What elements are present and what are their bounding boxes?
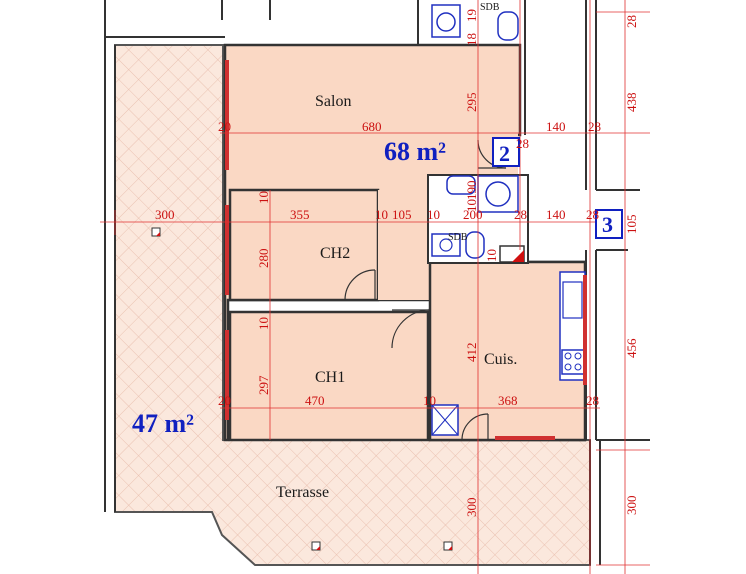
staircase-fill-icon	[512, 250, 524, 262]
dim-ch2-wall-right: 10	[375, 207, 388, 222]
dim-ch2-width: 355	[290, 207, 310, 222]
dim-wall-28-salon-door: 28	[516, 136, 529, 151]
windows	[225, 60, 587, 440]
dim-right-438: 438	[624, 93, 639, 113]
terrace-label: Terrasse	[276, 484, 329, 501]
unit-3-number: 3	[602, 212, 613, 237]
dim-right-28-top: 28	[624, 15, 639, 28]
dim-ch1-wall-left: 20	[218, 393, 231, 408]
dim-sdb-width: 200	[463, 207, 483, 222]
dim-ch1-wall-top: 10	[256, 317, 271, 330]
dim-wall-28-upper: 28	[588, 119, 601, 134]
dim-kitchen-height: 412	[464, 343, 479, 363]
salon-label: Salon	[315, 93, 351, 110]
burner-icon	[574, 363, 582, 371]
sdb-top-label: SDB	[480, 2, 500, 13]
terrace-area-label: 47 m²	[132, 409, 194, 438]
shower-icon	[485, 181, 511, 207]
unit-2-box	[492, 137, 520, 167]
unit-2-number: 2	[499, 141, 510, 166]
ch1-label: CH1	[315, 369, 345, 386]
dim-salon-height: 295	[464, 93, 479, 113]
ch2-label: CH2	[320, 245, 350, 262]
dim-ch2-height: 280	[256, 249, 271, 269]
dimension-lines	[100, 0, 650, 574]
washbasin-icon	[431, 233, 461, 257]
dim-vert-190: 190	[464, 181, 479, 201]
dim-wall-28-mid: 28	[514, 207, 527, 222]
dim-salon-wall-left: 20	[218, 119, 231, 134]
dim-right-105: 105	[624, 215, 639, 235]
sink-icon	[446, 175, 476, 195]
kitchen-sink-icon	[562, 281, 583, 319]
sdb-mid-label: SDB	[448, 232, 468, 243]
kitchen-label: Cuis.	[484, 351, 517, 368]
unit-3-box	[595, 209, 623, 239]
cabinet-cross	[431, 404, 459, 436]
burner-icon	[574, 352, 582, 360]
dim-top-19: 19	[464, 9, 479, 22]
apartment-area: 68 m²	[384, 137, 446, 166]
burner-icon	[564, 352, 572, 360]
dim-wall-28-lower: 28	[586, 207, 599, 222]
dim-kitchen-wall: 28	[586, 393, 599, 408]
dim-kitchen-width: 368	[498, 393, 518, 408]
dim-ch1-wall-right: 10	[423, 393, 436, 408]
dim-ch1-height: 297	[256, 375, 271, 395]
dim-terrace-width: 300	[155, 207, 175, 222]
burner-icon	[564, 363, 572, 371]
dim-vert-10-kitchen: 10	[484, 249, 499, 262]
dim-ch2-wall-top: 10	[256, 191, 271, 204]
dim-top-18: 18	[464, 33, 479, 46]
stove-icon	[561, 349, 585, 375]
marker-fill-icon	[316, 546, 320, 550]
dim-vert-10: 10	[464, 199, 479, 212]
dim-terrace-depth: 300	[464, 498, 479, 518]
dim-wall-10-hall: 10	[427, 207, 440, 222]
dim-hall-width: 105	[392, 207, 412, 222]
dim-salon-width: 680	[362, 119, 382, 134]
ch2-room	[228, 188, 380, 302]
dim-right-140-upper: 140	[546, 119, 566, 134]
top-bathroom-fixtures	[431, 4, 519, 41]
hall-area	[378, 190, 430, 300]
dim-right-140-lower: 140	[546, 207, 566, 222]
dim-right-456: 456	[624, 338, 639, 358]
marker-fill-icon	[448, 546, 452, 550]
marker-fill-icon	[156, 232, 160, 236]
toilet-icon	[465, 231, 485, 259]
washbasin-bowl-icon	[439, 238, 453, 252]
dim-ch1-width: 470	[305, 393, 325, 408]
terrace-area	[114, 44, 591, 566]
dim-right-300: 300	[624, 496, 639, 516]
